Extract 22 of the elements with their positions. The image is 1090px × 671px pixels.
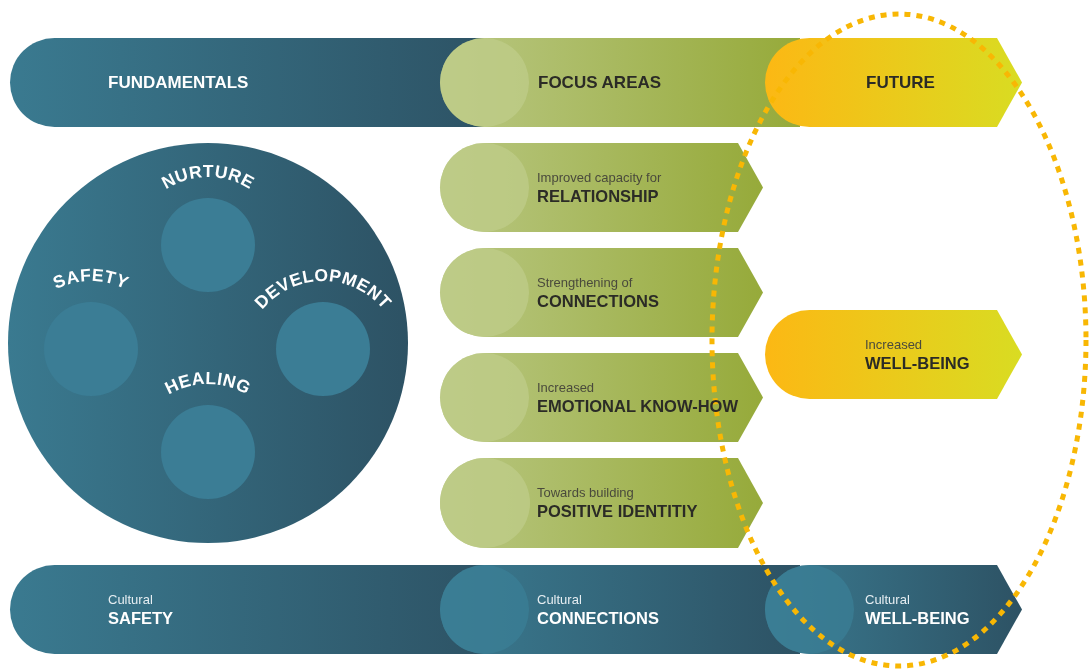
band-title: FOCUS AREAS bbox=[538, 72, 662, 93]
heading-text: SAFETY bbox=[108, 607, 174, 628]
caption-text: Improved capacity for bbox=[537, 169, 662, 186]
band-title: FUTURE bbox=[866, 72, 935, 93]
caption-text: Cultural bbox=[865, 591, 911, 608]
heading-text: CONNECTIONS bbox=[537, 607, 659, 628]
heading-text: CONNECTIONS bbox=[537, 290, 659, 311]
caption-text: Cultural bbox=[537, 591, 583, 608]
heading-text: EMOTIONAL KNOW-HOW bbox=[537, 395, 738, 416]
heading-text: POSITIVE IDENTITIY bbox=[537, 501, 698, 521]
heading-text: WELL-BEING bbox=[865, 607, 970, 628]
caption-text: Increased bbox=[865, 336, 924, 353]
circle-label: HEALING bbox=[161, 367, 255, 398]
band-title: FUNDAMENTALS bbox=[108, 72, 249, 93]
caption-text: Increased bbox=[537, 379, 596, 396]
heading-text: WELL-BEING bbox=[865, 352, 970, 373]
caption-text: Strengthening of bbox=[537, 274, 634, 291]
caption-text: Cultural bbox=[108, 591, 154, 608]
circle-label: NURTURE bbox=[158, 161, 258, 193]
circle-label: SAFETY bbox=[50, 264, 132, 293]
caption-text: Towards building bbox=[537, 485, 635, 501]
heading-text: RELATIONSHIP bbox=[537, 185, 660, 206]
